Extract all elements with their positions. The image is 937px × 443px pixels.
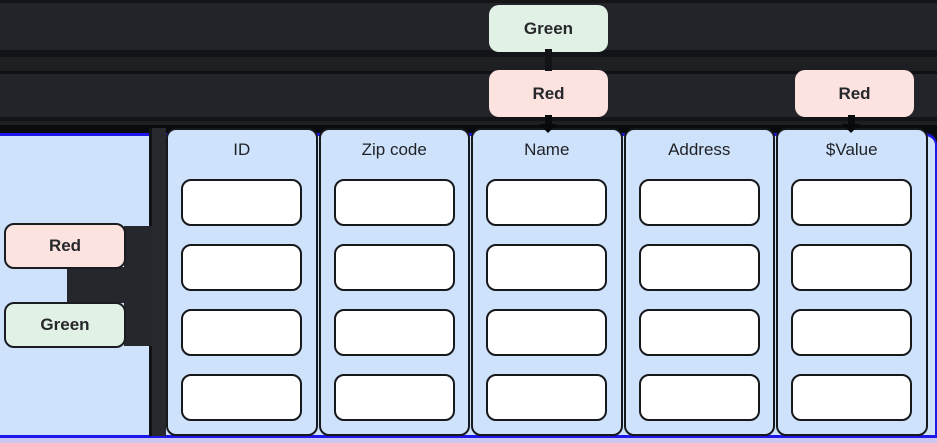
tag-label: Red xyxy=(48,236,82,255)
table-cell-input[interactable] xyxy=(181,374,303,421)
table-cell-input[interactable] xyxy=(791,179,913,226)
column-card-address: Address xyxy=(623,128,775,436)
table-cell-input[interactable] xyxy=(181,179,303,226)
column-header: ID xyxy=(233,140,251,159)
column-card-value: $Value xyxy=(776,128,928,436)
side-tag-red[interactable]: Red xyxy=(4,223,126,269)
table-cell-input[interactable] xyxy=(791,374,913,421)
lane-4 xyxy=(0,121,937,125)
table-cell-input[interactable] xyxy=(486,309,608,356)
column-header: $Value xyxy=(825,140,878,159)
lane-top-edge xyxy=(0,0,937,3)
gutter xyxy=(152,128,166,436)
link-elbow xyxy=(67,267,152,303)
lane-2 xyxy=(0,57,937,71)
column-header: Name xyxy=(524,140,570,159)
connector-red-name-stub xyxy=(545,115,552,125)
table-cell-input[interactable] xyxy=(486,244,608,291)
table-cell-input[interactable] xyxy=(333,309,455,356)
connector-red-value-stub xyxy=(848,115,855,125)
table-cell-input[interactable] xyxy=(486,179,608,226)
lane-1 xyxy=(0,3,937,50)
table-cell-input[interactable] xyxy=(181,309,303,356)
column-header: Zip code xyxy=(361,140,427,159)
side-tag-green[interactable]: Green xyxy=(4,302,126,348)
column-rows xyxy=(321,179,469,421)
column-header: Address xyxy=(668,140,731,159)
tag-red-over-value[interactable]: Red xyxy=(795,70,914,117)
bottom-purple-strip xyxy=(0,438,937,443)
lane-separator-2 xyxy=(0,71,937,74)
link-red-tag xyxy=(124,226,152,269)
table-cell-input[interactable] xyxy=(791,309,913,356)
tag-label: Green xyxy=(523,18,574,38)
table-cell-input[interactable] xyxy=(638,244,760,291)
arrow-down-icon xyxy=(842,124,860,133)
column-card-id: ID xyxy=(166,128,318,436)
table-cell-input[interactable] xyxy=(486,374,608,421)
arrow-down-icon xyxy=(539,124,557,133)
table-cell-input[interactable] xyxy=(333,244,455,291)
table-cell-input[interactable] xyxy=(181,244,303,291)
tag-red-over-name[interactable]: Red xyxy=(489,70,608,117)
table-cell-input[interactable] xyxy=(638,179,760,226)
column-rows xyxy=(626,179,774,421)
connector-green-to-red xyxy=(545,49,552,71)
column-rows xyxy=(778,179,926,421)
table-cell-input[interactable] xyxy=(638,374,760,421)
tag-label: Red xyxy=(532,83,565,103)
column-rows xyxy=(168,179,316,421)
tag-green-top[interactable]: Green xyxy=(489,5,608,52)
table-cell-input[interactable] xyxy=(638,309,760,356)
lane-separator-4 xyxy=(0,125,937,133)
column-card-zip: Zip code xyxy=(318,128,470,436)
lane-separator-1 xyxy=(0,50,937,57)
lane-3 xyxy=(0,74,937,117)
tag-label: Red xyxy=(838,83,871,103)
tag-label: Green xyxy=(40,315,90,334)
table-cell-input[interactable] xyxy=(333,374,455,421)
lane-separator-3 xyxy=(0,117,937,121)
column-card-name: Name xyxy=(471,128,623,436)
column-rows xyxy=(473,179,621,421)
table-cell-input[interactable] xyxy=(333,179,455,226)
link-green-tag xyxy=(124,303,152,346)
table-cell-input[interactable] xyxy=(791,244,913,291)
